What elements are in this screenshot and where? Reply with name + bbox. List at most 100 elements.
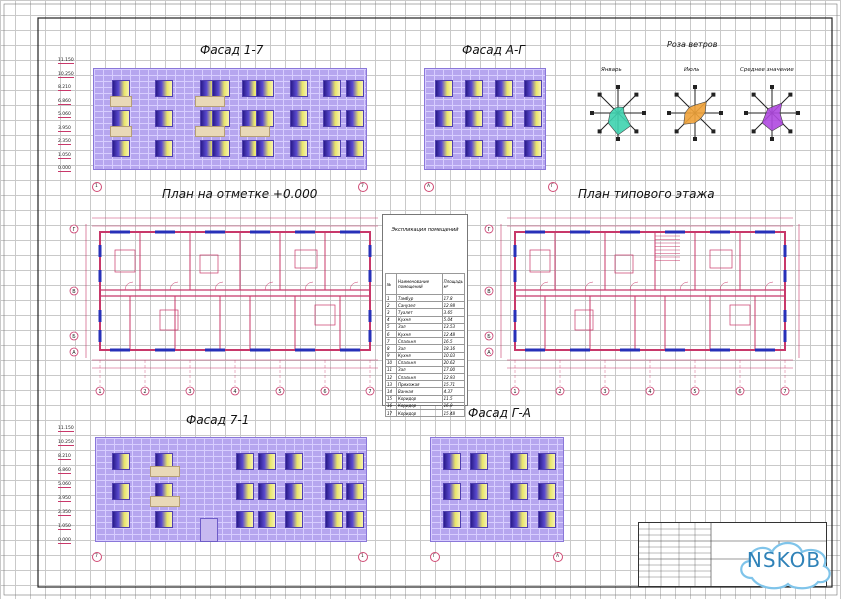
axis-marker: А [424, 182, 434, 192]
window [258, 511, 276, 528]
window [495, 80, 513, 97]
room-area: 5.04 [441, 315, 466, 324]
window [510, 453, 528, 470]
room-name: Коридор [396, 401, 443, 411]
room-no: 1 [385, 293, 397, 303]
window [435, 140, 453, 157]
window [346, 110, 364, 127]
window [236, 453, 254, 470]
room-name: Зал [396, 322, 443, 331]
level-mark: 1.050 [58, 152, 71, 159]
room-area: 3.65 [441, 308, 466, 317]
window [346, 483, 364, 500]
room-no: 4 [385, 315, 397, 324]
balcony [150, 496, 180, 507]
window [443, 511, 461, 528]
level-mark: 0.000 [58, 538, 71, 544]
window [155, 511, 173, 528]
axis-label: 2 [558, 389, 561, 395]
balcony [110, 96, 132, 107]
plan-ground-title: План на отметке +0.000 [162, 187, 318, 201]
window [465, 110, 483, 127]
window [346, 140, 364, 157]
window [212, 140, 230, 157]
axis-marker: 1 [358, 552, 368, 562]
nskob-logo: NSKOB [734, 534, 834, 590]
axis-marker: Г [548, 182, 558, 192]
room-name: Туалет [396, 308, 443, 317]
window [323, 80, 341, 97]
window [470, 453, 488, 470]
window [290, 110, 308, 127]
room-no: 9 [385, 351, 397, 360]
window [495, 110, 513, 127]
axis-label: Б [487, 334, 491, 340]
window [112, 483, 130, 500]
room-area: 17.8 [441, 293, 466, 303]
header-no: № [385, 273, 397, 295]
window [524, 80, 542, 97]
window [465, 80, 483, 97]
axis-label: А [72, 350, 76, 356]
facade-7-1 [95, 437, 367, 542]
window [285, 453, 303, 470]
window [510, 511, 528, 528]
window [524, 110, 542, 127]
window [323, 110, 341, 127]
axis-label: 1 [98, 389, 101, 395]
window [346, 453, 364, 470]
balcony [195, 96, 225, 107]
facade-g-a-title: Фасад Г-А [468, 406, 531, 420]
window [285, 483, 303, 500]
axis-label: В [487, 289, 491, 295]
axis-label: 1 [513, 389, 516, 395]
window [538, 483, 556, 500]
window [236, 483, 254, 500]
axis-label: Г [72, 227, 75, 233]
room-name: Зал [396, 344, 443, 353]
axis-label: 4 [648, 389, 651, 395]
wind-rose-title: Роза ветров [667, 40, 718, 49]
room-area: 12.48 [441, 329, 466, 339]
axis-label: 7 [783, 389, 786, 395]
axis-label: 5 [693, 389, 696, 395]
level-mark: 3.950 [58, 125, 71, 132]
axis-label: 5 [278, 389, 281, 395]
window [435, 110, 453, 127]
window [323, 140, 341, 157]
room-no: 14 [385, 387, 397, 396]
room-name: Санузел [396, 301, 443, 310]
window [285, 511, 303, 528]
level-mark: 11.150 [58, 58, 74, 64]
room-name: Спальня [396, 358, 443, 367]
axis-marker: А [553, 552, 563, 562]
room-no: 3 [385, 308, 397, 317]
window [470, 483, 488, 500]
window [538, 453, 556, 470]
balcony [240, 126, 270, 137]
axis-label: 7 [368, 389, 371, 395]
room-name: Прихожая [396, 380, 443, 389]
window [524, 140, 542, 157]
facade-1-7 [93, 68, 367, 170]
room-area: 20.62 [441, 358, 466, 367]
axis-label: 3 [603, 389, 606, 395]
level-mark: 10.250 [58, 71, 74, 78]
axis-label: 6 [738, 389, 741, 395]
window [112, 453, 130, 470]
room-no: 15 [385, 394, 397, 403]
axis-label: 4 [233, 389, 236, 395]
